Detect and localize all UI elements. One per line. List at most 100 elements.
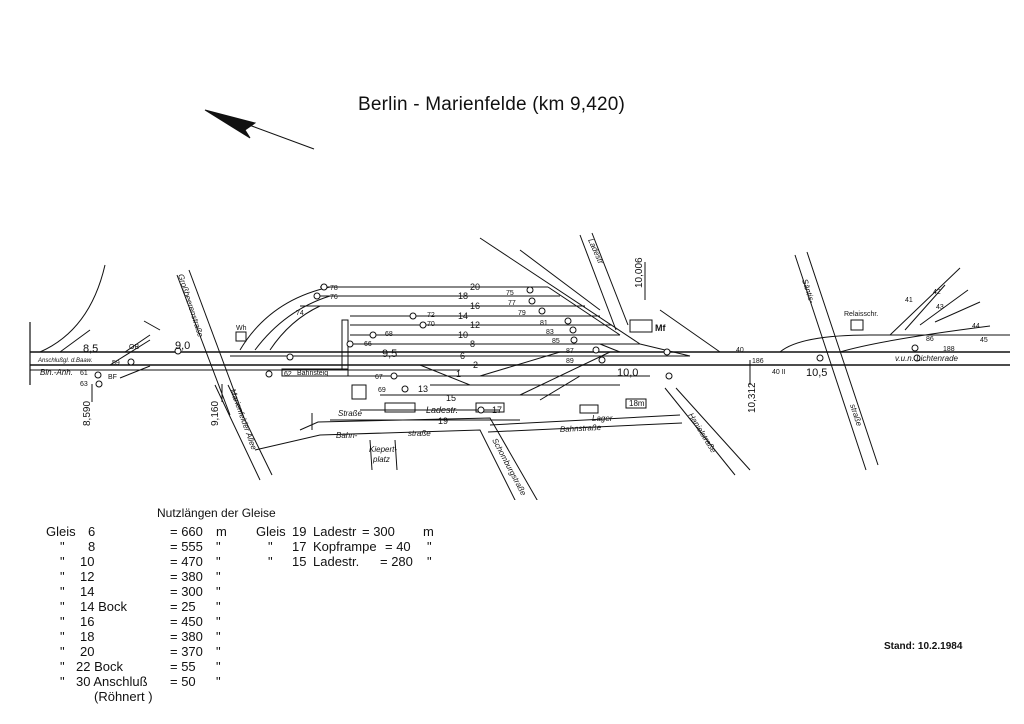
row-track: (Röhnert ) (94, 689, 153, 704)
km-label-10-0: 10,0 (617, 367, 638, 379)
row-prefix: " (268, 539, 273, 554)
track-label-16: 16 (470, 301, 480, 311)
north-arrow-icon (204, 109, 315, 150)
building-label-18m: 18m (629, 399, 645, 408)
signals (94, 283, 921, 414)
row-value: = 55 (170, 659, 196, 674)
row-track: 14 (80, 584, 95, 599)
track-labels: 20 18 16 14 12 10 8 6 2 1 13 15 17 19 (418, 282, 502, 426)
signal-label-45: 45 (980, 337, 988, 344)
stand-date: Stand: 10.2.1984 (884, 641, 963, 652)
track-label-10: 10 (458, 330, 468, 340)
track-label-19: 19 (438, 416, 448, 426)
row-unit: " (216, 674, 221, 689)
row-track: 6 (88, 524, 96, 539)
km-label-9-5: 9,5 (382, 348, 397, 360)
track-label-2: 2 (473, 360, 478, 370)
row-prefix: Gleis (46, 524, 76, 539)
track-label-8: 8 (470, 339, 475, 349)
street-label-ladestr-2: Ladestr (586, 237, 605, 265)
signal-label-ob: OB (129, 344, 139, 351)
row-value: = 300 (362, 524, 395, 539)
row-value: = 380 (170, 629, 203, 644)
signal-label-75: 75 (506, 290, 514, 297)
row-unit: " (427, 539, 432, 554)
row-unit: " (216, 539, 221, 554)
row-prefix: " (60, 659, 65, 674)
signal-label-40: 40 (736, 347, 744, 354)
row-track: 14 Bock (80, 599, 127, 614)
row-name: Ladestr (313, 524, 357, 539)
row-prefix: " (268, 554, 273, 569)
km-label-8-5: 8,5 (83, 343, 98, 355)
km-labels: 8,5 9,0 9,5 10,0 10,5 8,590 9,160 10,006… (82, 257, 827, 426)
row-track: 15 (292, 554, 307, 569)
signal-label-87: 87 (566, 348, 574, 355)
street-label-kiepert: Kiepert- (369, 445, 397, 454)
row-value: = 380 (170, 569, 203, 584)
track-label-12: 12 (470, 320, 480, 330)
table-heading: Nutzlängen der Gleise (157, 506, 276, 520)
row-value: = 280 (380, 554, 413, 569)
row-unit: m (216, 524, 227, 539)
row-value: = 660 (170, 524, 203, 539)
row-value: = 450 (170, 614, 203, 629)
signal-numbers: BF OB 59 61 63 78 76 74 75 77 79 66 68 7… (80, 285, 988, 394)
row-unit: " (216, 629, 221, 644)
row-value: = 25 (170, 599, 196, 614)
direction-labels: v.u.n. Lichtenrade Bln.-Anh. Anschlußgl.… (37, 354, 959, 377)
street-label-grossbeeren: Großbeerenstraße (176, 273, 205, 339)
row-prefix: " (60, 629, 65, 644)
street-label-bahn: Bahn- (336, 431, 358, 440)
signal-label-79: 79 (518, 310, 526, 317)
signal-label-66: 66 (364, 341, 372, 348)
row-track: 17 (292, 539, 307, 554)
row-prefix: " (60, 674, 65, 689)
track-label-13: 13 (418, 384, 428, 394)
signal-label-70: 70 (427, 321, 435, 328)
signal-label-59: 59 (112, 360, 120, 367)
track-label-6: 6 (460, 351, 465, 361)
building-labels: Wh Mf Relaisschr. Bahnsteig 18m (236, 311, 878, 408)
row-track: 20 (80, 644, 95, 659)
signal-label-44: 44 (972, 323, 980, 330)
row-unit: " (216, 584, 221, 599)
street-label-ladestr: Ladestr. (426, 405, 458, 415)
row-unit: " (216, 659, 221, 674)
signal-label-43: 43 (936, 304, 944, 311)
direction-label-lichtenrade: v.u.n. Lichtenrade (895, 354, 959, 363)
street-label-platz: platz (372, 455, 390, 464)
signal-label-81: 81 (540, 320, 548, 327)
row-track: 22 Bock (76, 659, 123, 674)
row-prefix: " (60, 614, 65, 629)
row-name: Kopframpe (313, 539, 377, 554)
row-name: Ladestr. (313, 554, 360, 569)
signal-label-42: 42 (933, 289, 941, 296)
building-label-relaisschr: Relaisschr. (844, 311, 878, 318)
signal-label-69: 69 (378, 387, 386, 394)
direction-label-anschlussgl: Anschlußgl. d.Baaw. (37, 358, 92, 364)
row-prefix: " (60, 554, 65, 569)
km-label-10-006: 10,006 (634, 257, 645, 288)
row-value: = 300 (170, 584, 203, 599)
main-tracks (30, 351, 1010, 371)
row-prefix: " (60, 584, 65, 599)
signal-label-186: 186 (752, 358, 764, 365)
track-layout-diagram: 8,5 9,0 9,5 10,0 10,5 8,590 9,160 10,006… (29, 109, 1010, 500)
row-prefix: " (60, 539, 65, 554)
row-track: 30 Anschluß (76, 674, 148, 689)
km-label-9-160: 9,160 (210, 401, 221, 426)
row-unit: " (216, 614, 221, 629)
signal-label-76: 76 (330, 294, 338, 301)
row-unit: " (216, 599, 221, 614)
street-label-bahnstrasse: Bahnstraße (560, 423, 602, 434)
plan-title: Berlin - Marienfelde (km 9,420) (358, 94, 626, 115)
building-label-mf: Mf (655, 323, 666, 333)
direction-label-bln-anh: Bln.-Anh. (40, 368, 73, 377)
streets (176, 232, 879, 500)
signal-label-83: 83 (546, 329, 554, 336)
row-value: = 40 (385, 539, 411, 554)
km-posts (91, 262, 751, 402)
track-label-14: 14 (458, 311, 468, 321)
signal-label-40-ii: 40 II (772, 369, 786, 376)
